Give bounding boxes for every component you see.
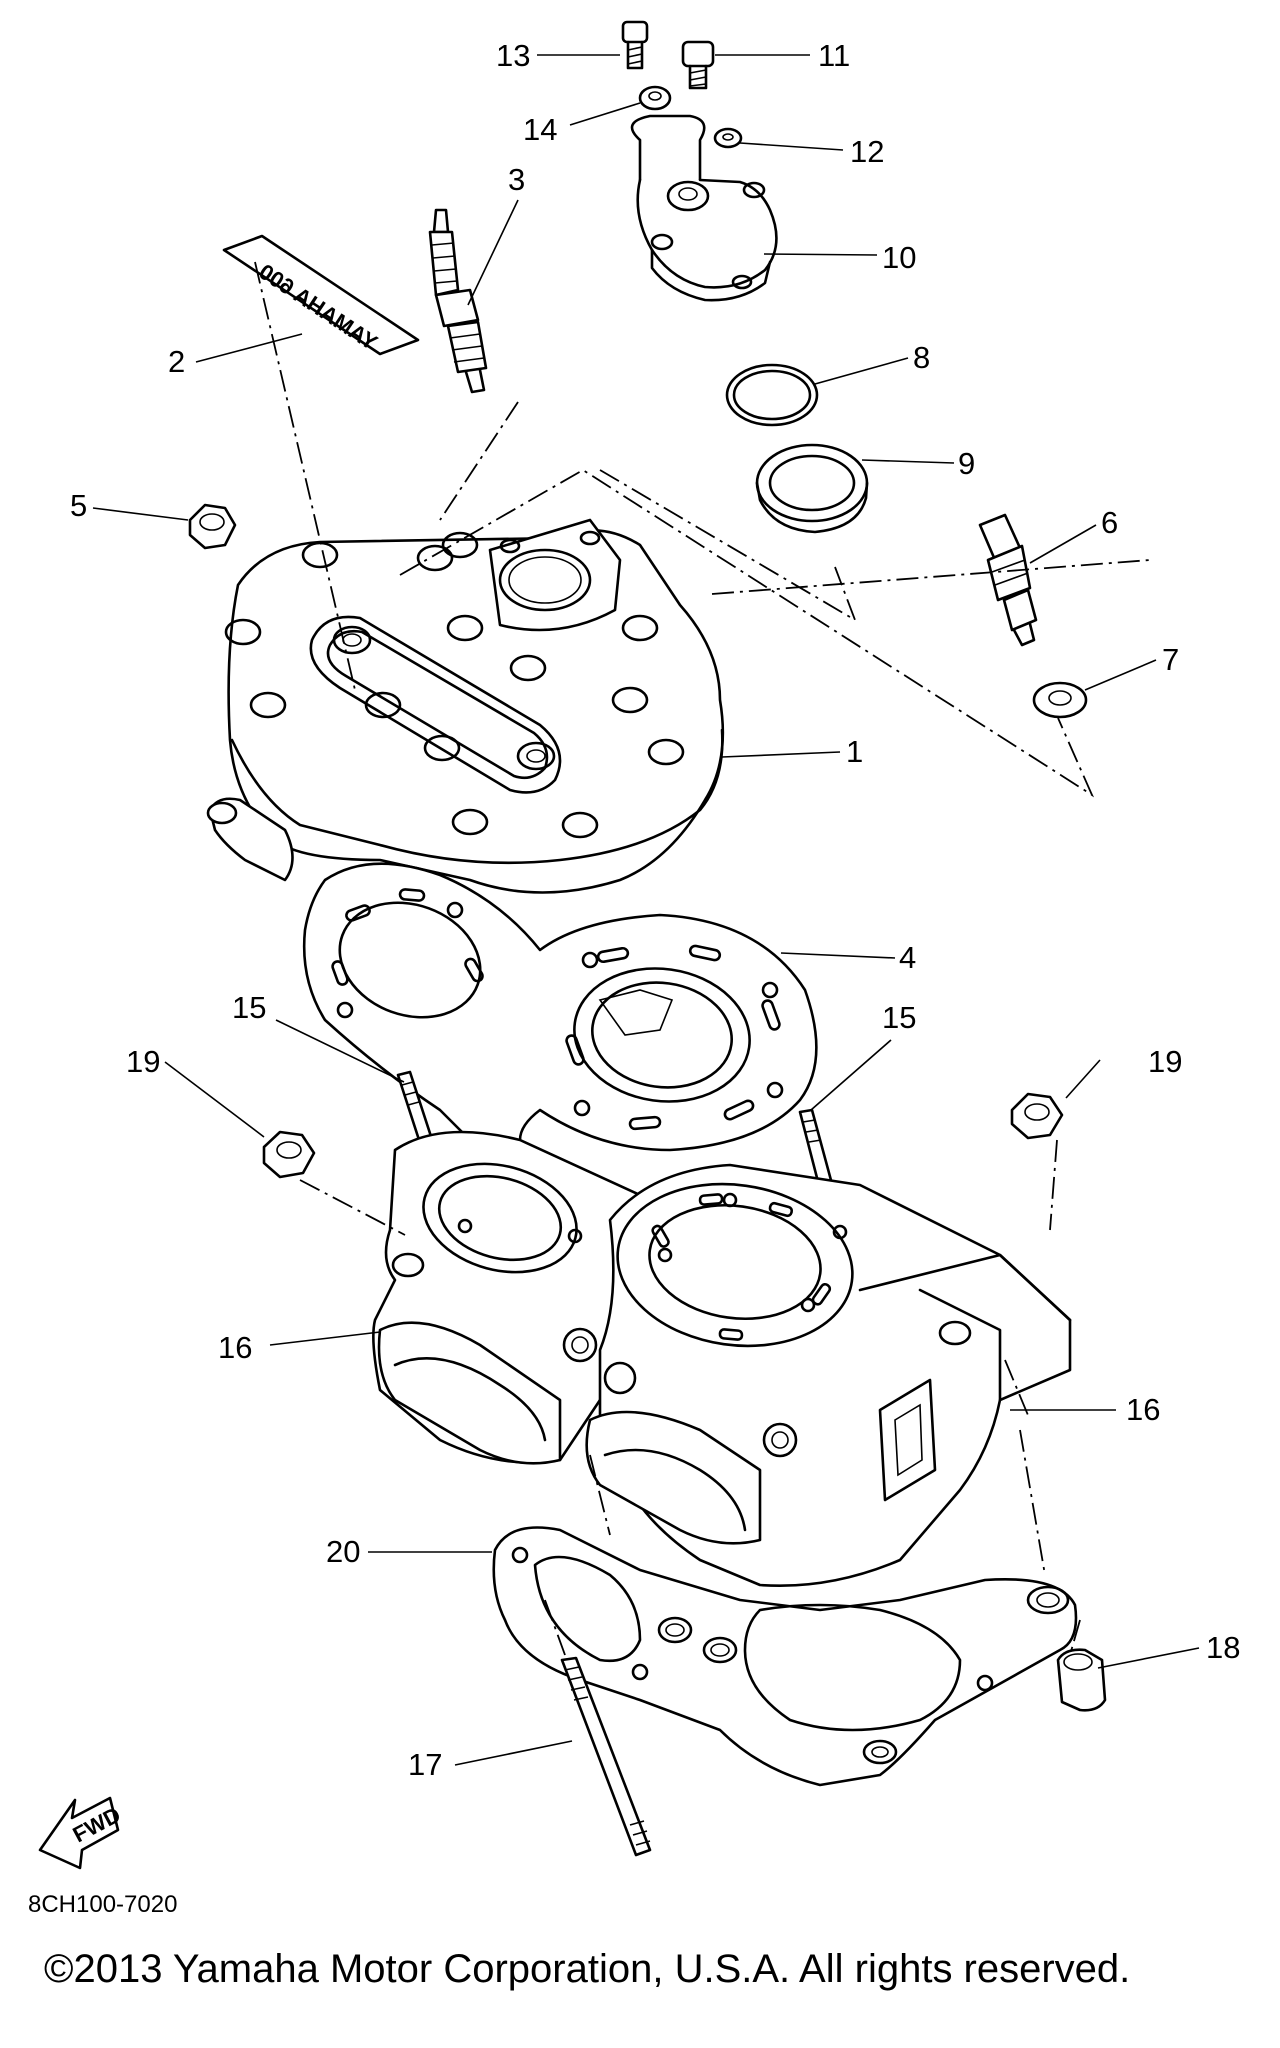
diagram-code: 8CH100-7020 bbox=[28, 1891, 177, 1918]
part-9-thermostat bbox=[755, 443, 869, 534]
callout-10: 10 bbox=[882, 240, 916, 275]
part-4-head-gasket bbox=[302, 862, 818, 1152]
forward-direction-arrow: FWD bbox=[38, 1796, 125, 1870]
callout-19-left: 19 bbox=[126, 1044, 160, 1079]
leader-lines bbox=[92, 54, 1200, 1766]
callout-19-right: 19 bbox=[1148, 1044, 1182, 1079]
part-8-o-ring bbox=[725, 363, 819, 427]
callout-5: 5 bbox=[70, 488, 87, 523]
part-2-emblem: YAMAHA 600 bbox=[222, 234, 420, 356]
part-3-spark-plug bbox=[428, 208, 488, 394]
callout-18: 18 bbox=[1206, 1630, 1240, 1665]
callout-2: 2 bbox=[168, 344, 185, 379]
callout-7: 7 bbox=[1162, 642, 1179, 677]
part-19-nut-right bbox=[1010, 1092, 1064, 1140]
part-10-thermostat-cover bbox=[630, 114, 778, 302]
callout-8: 8 bbox=[913, 340, 930, 375]
callout-labels: 13 11 14 12 3 10 8 2 9 5 6 7 1 4 15 15 1… bbox=[70, 38, 1240, 1782]
part-1-cylinder-head bbox=[206, 518, 725, 894]
callout-9: 9 bbox=[958, 446, 975, 481]
part-7-washer bbox=[1032, 681, 1088, 719]
callout-17: 17 bbox=[408, 1747, 442, 1782]
callout-6: 6 bbox=[1101, 505, 1118, 540]
part-18-dowel-pin bbox=[1056, 1648, 1107, 1712]
callout-20: 20 bbox=[326, 1534, 360, 1569]
part-19-nut-left bbox=[262, 1130, 316, 1179]
callout-11: 11 bbox=[818, 38, 850, 73]
callout-16-left: 16 bbox=[218, 1330, 252, 1365]
callout-12: 12 bbox=[850, 134, 884, 169]
part-16-cylinder-left bbox=[372, 1130, 642, 1465]
part-14-washer bbox=[638, 85, 672, 111]
part-5-nut bbox=[188, 503, 237, 550]
callout-15-right: 15 bbox=[882, 1000, 916, 1035]
callout-16-right: 16 bbox=[1126, 1392, 1160, 1427]
callout-14: 14 bbox=[523, 112, 557, 147]
part-16-cylinder-right bbox=[585, 1163, 1072, 1588]
part-17-stud bbox=[560, 1656, 652, 1857]
part-12-washer bbox=[713, 127, 743, 149]
callout-4: 4 bbox=[899, 940, 916, 975]
copyright-notice: ©2013 Yamaha Motor Corporation, U.S.A. A… bbox=[44, 1947, 1130, 1991]
part-20-base-gasket bbox=[492, 1526, 1078, 1787]
part-11-bolt bbox=[681, 40, 715, 90]
callout-15-left: 15 bbox=[232, 990, 266, 1025]
part-13-bolt bbox=[621, 20, 649, 70]
callout-13: 13 bbox=[496, 38, 530, 73]
callout-1: 1 bbox=[846, 734, 863, 769]
part-6-temperature-sensor bbox=[978, 513, 1038, 647]
callout-3: 3 bbox=[508, 162, 525, 197]
